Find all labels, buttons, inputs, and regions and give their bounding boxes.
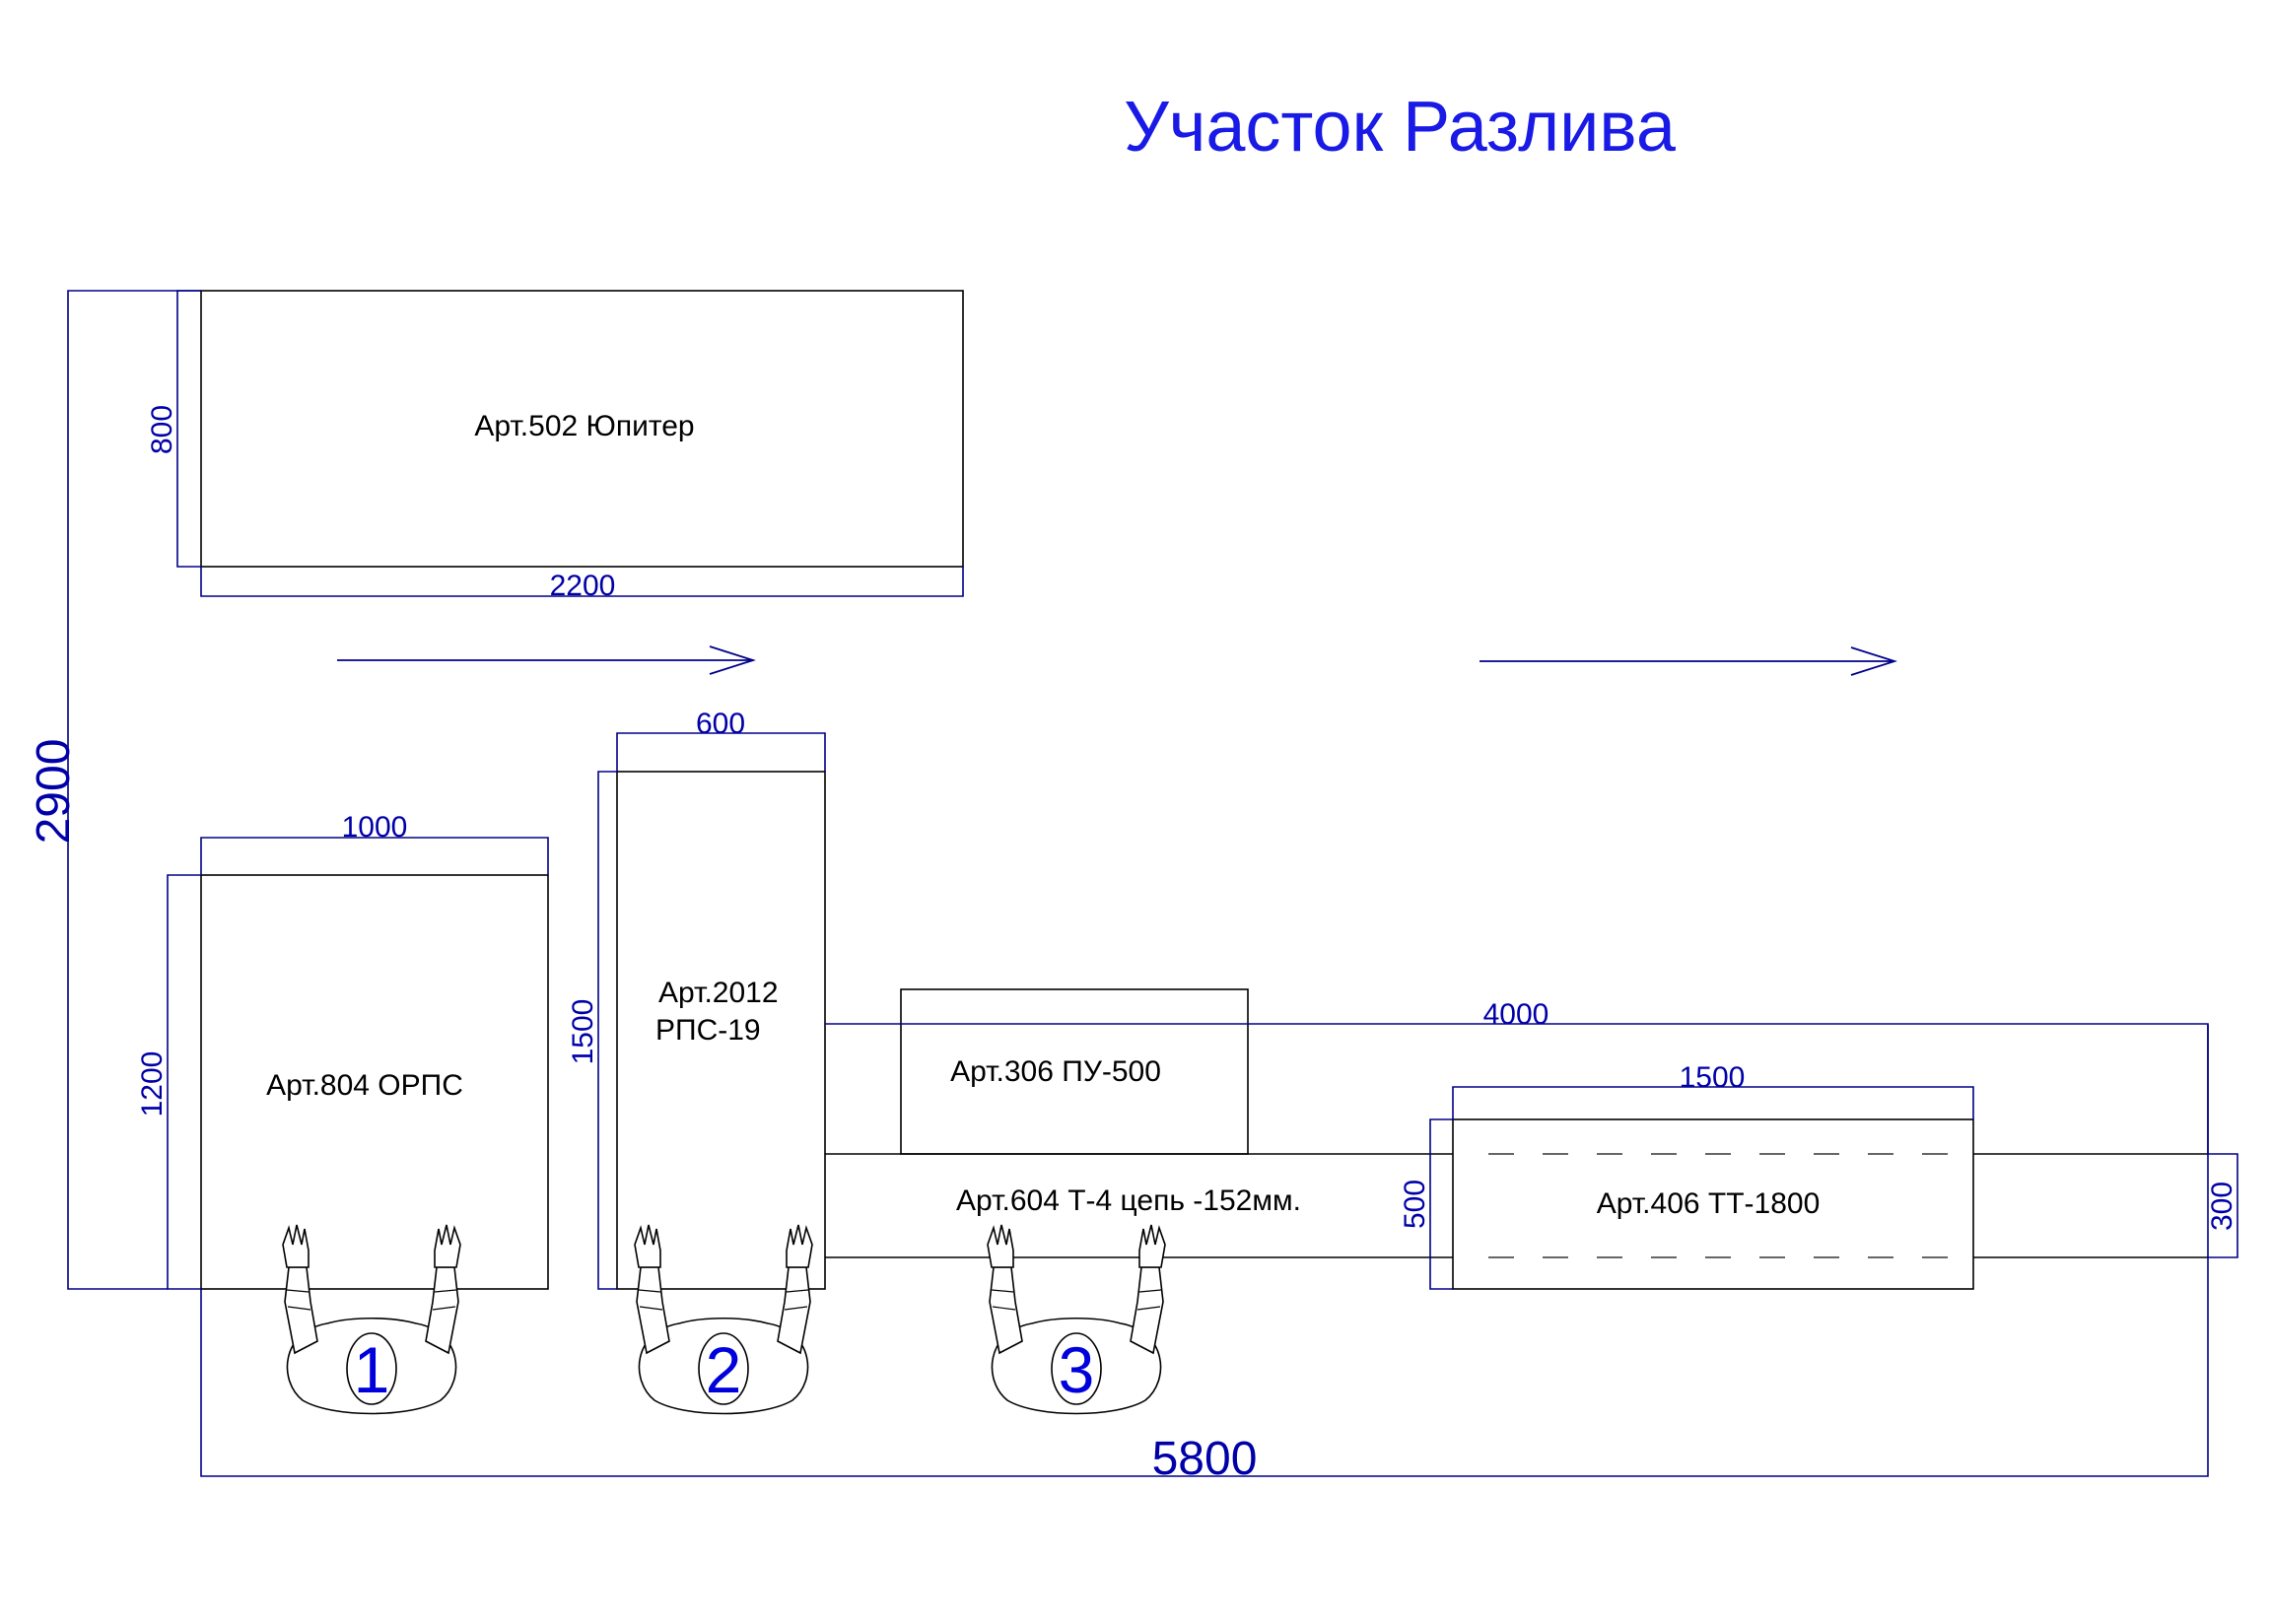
jupiter-width-dimension: 2200 [200,567,964,602]
rps-label-line1: Арт.2012 [658,977,779,1009]
overall-width-dimension: 5800 [200,1025,2209,1485]
workstation-1: 1 [282,1224,461,1415]
conveyor-height-label: 300 [2206,1182,2238,1231]
conveyor-label: Арт.604 Т-4 цепь -152мм. [956,1184,1301,1217]
orps-label: Арт.804 ОРПС [266,1069,463,1102]
conveyor-length-dimension: 4000 [825,998,2209,1154]
diagram-title: Участок Разлива [1124,88,1677,167]
orps-height-label: 1200 [136,1051,169,1117]
conveyor-block: Арт.604 Т-4 цепь -152мм. [825,1153,2208,1258]
jupiter-height-label: 800 [146,405,178,454]
workstation-3: 3 [987,1224,1166,1415]
operator-figure-icon [987,1224,1166,1415]
conveyor-length-label: 4000 [1483,998,1549,1031]
jupiter-label: Арт.502 Юпитер [474,410,694,442]
rps-width-dimension: 600 [616,708,826,772]
rps-width-label: 600 [696,708,745,740]
jupiter-height-dimension: 800 [146,290,201,568]
flow-arrow-right [1480,646,1897,676]
orps-height-dimension: 1200 [136,874,201,1290]
tt1800-width-dimension: 1500 [1452,1061,1974,1119]
tt1800-width-label: 1500 [1680,1061,1746,1094]
tt1800-height-dimension: 500 [1399,1118,1453,1290]
tt1800-block: Арт.406 ТТ-1800 [1452,1118,1974,1290]
tt1800-height-label: 500 [1399,1180,1431,1229]
orps-width-label: 1000 [342,811,408,844]
jupiter-block: Арт.502 Юпитер [200,290,964,568]
tt1800-label: Арт.406 ТТ-1800 [1597,1187,1821,1220]
rps-label-line2: РПС-19 [655,1014,761,1047]
orps-width-dimension: 1000 [200,811,549,875]
overall-height-dimension: 2900 [28,290,201,1290]
workstation-1-number: 1 [354,1333,390,1406]
rps-block: Арт.2012 РПС-19 [616,771,826,1290]
operator-figure-icon [634,1224,813,1415]
rps-height-dimension: 1500 [567,771,617,1290]
pu500-block: Арт.306 ПУ-500 [900,988,1249,1155]
rps-height-label: 1500 [567,999,599,1065]
orps-block: Арт.804 ОРПС [200,874,549,1290]
conveyor-height-dimension: 300 [2206,1153,2238,1258]
flow-arrow-left [337,645,756,675]
overall-width-label: 5800 [1152,1433,1258,1485]
overall-height-label: 2900 [28,739,80,845]
pu500-label: Арт.306 ПУ-500 [950,1055,1161,1088]
jupiter-width-label: 2200 [550,570,616,602]
operator-figure-icon [282,1224,461,1415]
workstation-2: 2 [634,1224,813,1415]
workstation-3-number: 3 [1059,1333,1095,1406]
workstation-2-number: 2 [706,1333,742,1406]
